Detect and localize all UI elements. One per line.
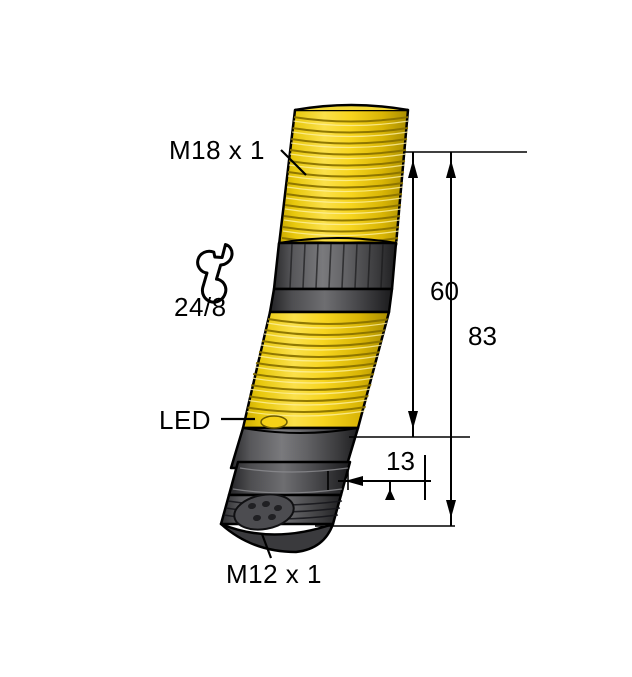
hex-nut-section [268,237,398,318]
label-dimension-60: 60 [430,276,459,306]
connector-pins [248,500,282,522]
label-wrench-size: 24/8 [174,292,227,322]
connector-end-cap [219,522,335,554]
dim-83-group [446,152,456,526]
sensor-body [219,103,410,554]
lower-thread-barrel [241,310,391,430]
dim-13-group [338,455,431,500]
wrench-icon [196,243,234,304]
nut-top-edge [278,237,397,244]
label-m12-thread: M12 x 1 [226,559,322,589]
led-collar [229,415,360,470]
leader-lines [221,149,307,559]
label-dimension-13: 13 [386,446,415,476]
upper-thread-lines [281,116,408,243]
nut-lower [268,287,394,314]
dim-60-group [408,152,418,437]
leader-m12 [260,533,273,559]
connector-highlights [232,467,349,494]
m12-connector [219,460,352,554]
upper-barrel-top-edge [294,103,409,112]
label-m18-thread: M18 x 1 [169,135,265,165]
label-dimension-83: 83 [468,321,497,351]
nut-knurl [289,243,384,289]
upper-thread-barrel [277,103,410,247]
dimension-lines [315,151,527,527]
lower-thread-lines [244,318,388,417]
led-collar-top-edge [242,427,359,434]
led-indicator [260,415,288,429]
connector-pin-face [233,493,295,531]
label-led: LED [159,405,212,435]
leader-m18 [280,149,307,176]
